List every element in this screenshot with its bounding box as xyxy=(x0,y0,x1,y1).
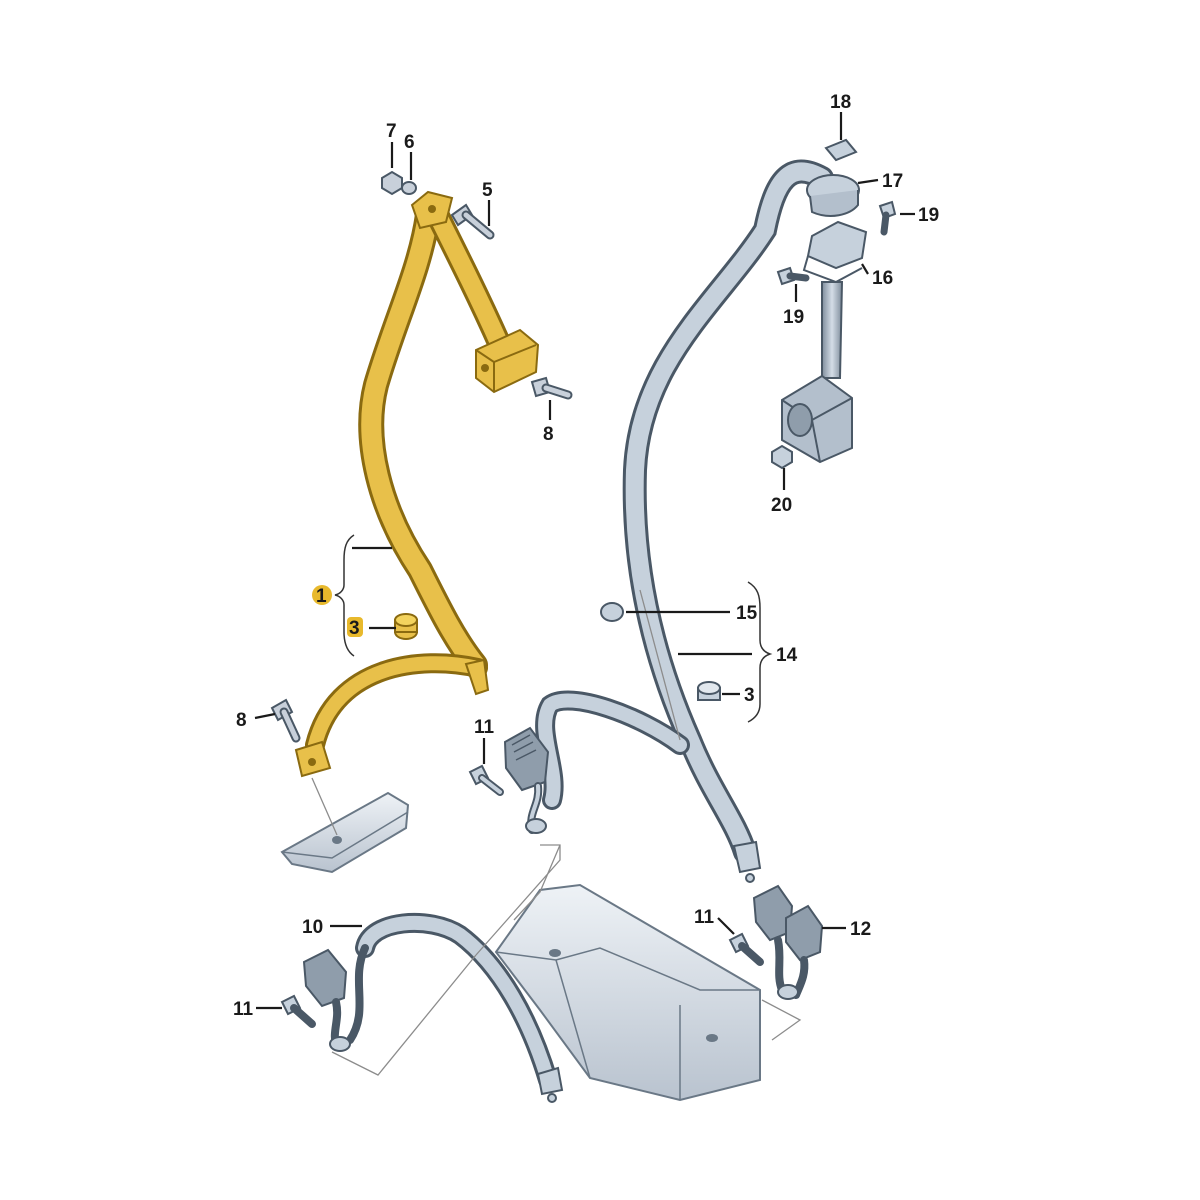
bolt-8-upper xyxy=(530,376,573,400)
floor-anchor-plate-left xyxy=(280,777,410,874)
callout-6[interactable]: 6 xyxy=(404,132,415,153)
callout-18[interactable]: 18 xyxy=(830,92,851,113)
callout-1-highlight xyxy=(312,585,332,605)
callout-10[interactable]: 10 xyxy=(302,917,323,938)
callout-19-upper[interactable]: 19 xyxy=(918,205,939,226)
callout-8-lower[interactable]: 8 xyxy=(236,710,247,731)
callout-1[interactable]: 1 xyxy=(316,586,327,607)
callout-7[interactable]: 7 xyxy=(386,121,397,142)
bolt-11-right xyxy=(728,932,764,966)
guide-lines xyxy=(331,589,802,1076)
cap-3-yellow xyxy=(394,613,418,640)
nut-20 xyxy=(771,444,793,470)
callout-3-yellow[interactable]: 3 xyxy=(349,618,360,639)
bolt-5 xyxy=(450,203,495,240)
cap-15 xyxy=(600,602,624,622)
deflector-17 xyxy=(806,174,860,217)
callout-19-lower[interactable]: 19 xyxy=(783,307,804,328)
callout-11-right[interactable]: 11 xyxy=(694,907,715,928)
floor-pan xyxy=(494,883,761,1102)
bracket-16 xyxy=(802,220,868,284)
bracket-1 xyxy=(334,534,355,657)
buckle-12 xyxy=(752,884,824,1000)
callout-11-center[interactable]: 11 xyxy=(474,717,495,738)
belt-assembly-14[interactable] xyxy=(535,159,834,883)
leader-lines xyxy=(254,112,915,1010)
buckle-lower-left xyxy=(302,948,351,1052)
bolt-11-center xyxy=(468,764,504,796)
buckle-center xyxy=(503,726,550,834)
callout-11-left[interactable]: 11 xyxy=(233,999,254,1020)
callout-16[interactable]: 16 xyxy=(872,268,893,289)
callout-3-grey[interactable]: 3 xyxy=(744,685,755,706)
yellow-belt-main-strap-fill xyxy=(361,205,485,675)
callout-12[interactable]: 12 xyxy=(850,919,871,940)
bolt-19-lower xyxy=(776,266,810,286)
bolt-19-upper xyxy=(878,200,897,236)
callout-3-highlight xyxy=(347,617,363,637)
yellow-end-fitting-right xyxy=(464,658,490,696)
callout-17[interactable]: 17 xyxy=(882,171,903,192)
belt-10[interactable] xyxy=(346,912,564,1103)
callout-5[interactable]: 5 xyxy=(482,180,493,201)
belt-assembly-1[interactable] xyxy=(294,190,540,778)
bracket-14 xyxy=(747,581,773,723)
callout-8-upper[interactable]: 8 xyxy=(543,424,554,445)
clip-18 xyxy=(824,138,858,162)
bolt-8-lower xyxy=(270,698,301,743)
retractor xyxy=(781,281,853,464)
callout-15[interactable]: 15 xyxy=(736,603,758,624)
washer-6 xyxy=(401,181,417,195)
callout-14[interactable]: 14 xyxy=(776,645,798,666)
callout-20[interactable]: 20 xyxy=(771,495,792,516)
yellow-belt-guide xyxy=(475,328,540,394)
cap-3-grey xyxy=(697,681,721,701)
nut-7 xyxy=(381,170,403,196)
bolt-11-left xyxy=(280,994,316,1028)
